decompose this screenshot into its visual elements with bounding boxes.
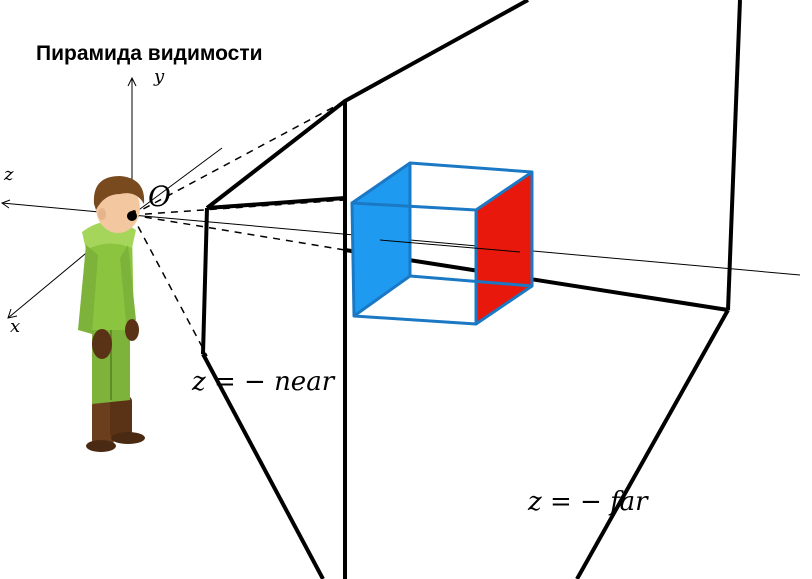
z-axis-label: z	[3, 164, 14, 185]
diagonal-axis	[131, 147, 223, 216]
person-figure	[78, 176, 145, 452]
x-arrow	[7, 308, 18, 319]
near-plane-label: z = − near	[191, 367, 336, 397]
near-plane	[201, 99, 347, 579]
cube-left-face	[352, 163, 410, 316]
z-arrow	[0, 199, 11, 209]
y-axis-label: y	[153, 66, 165, 87]
x-axis-label: x	[10, 316, 20, 337]
view-axis	[131, 214, 801, 276]
view-rays	[131, 100, 346, 357]
origin-point	[127, 211, 137, 221]
cube-object	[350, 161, 534, 326]
y-arrow	[127, 76, 137, 87]
cube-edges	[350, 161, 534, 326]
origin-label: O	[148, 180, 171, 213]
cube-right-face	[476, 172, 532, 324]
cube-axis-segment	[379, 239, 521, 253]
far-plane-label: z = − far	[527, 487, 649, 517]
diagram-title: Пирамида видимости	[36, 42, 263, 65]
